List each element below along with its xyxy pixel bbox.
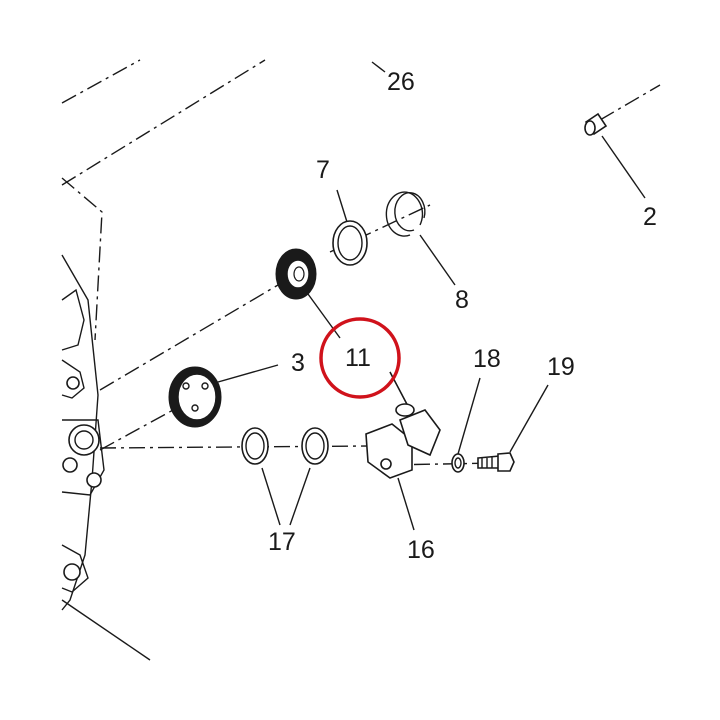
part-11-oil-seal <box>275 248 317 300</box>
part-16-sensor <box>365 371 441 479</box>
callout-18: 18 <box>473 345 501 373</box>
callout-16: 16 <box>407 536 435 564</box>
callout-7: 7 <box>316 156 330 184</box>
callout-26: 26 <box>387 68 415 96</box>
callout-2: 2 <box>643 203 657 231</box>
callout-3: 3 <box>291 349 305 377</box>
callout-8: 8 <box>455 286 469 314</box>
part-3-sight-glass <box>168 366 222 428</box>
part-8-snap-ring <box>385 191 426 237</box>
part-19-bolt <box>477 452 515 472</box>
engine-housing <box>61 254 151 661</box>
callout-11: 11 <box>345 344 371 372</box>
leader-lines <box>217 61 646 531</box>
callout-17: 17 <box>268 528 296 556</box>
part-17-o-rings <box>241 427 329 465</box>
highlight-circle <box>319 317 401 399</box>
assembly-axis-lines <box>61 59 661 466</box>
part-2-dowel <box>584 112 608 136</box>
part-18-washer <box>451 453 465 473</box>
callout-19: 19 <box>547 353 575 381</box>
part-7-washer <box>332 220 368 266</box>
